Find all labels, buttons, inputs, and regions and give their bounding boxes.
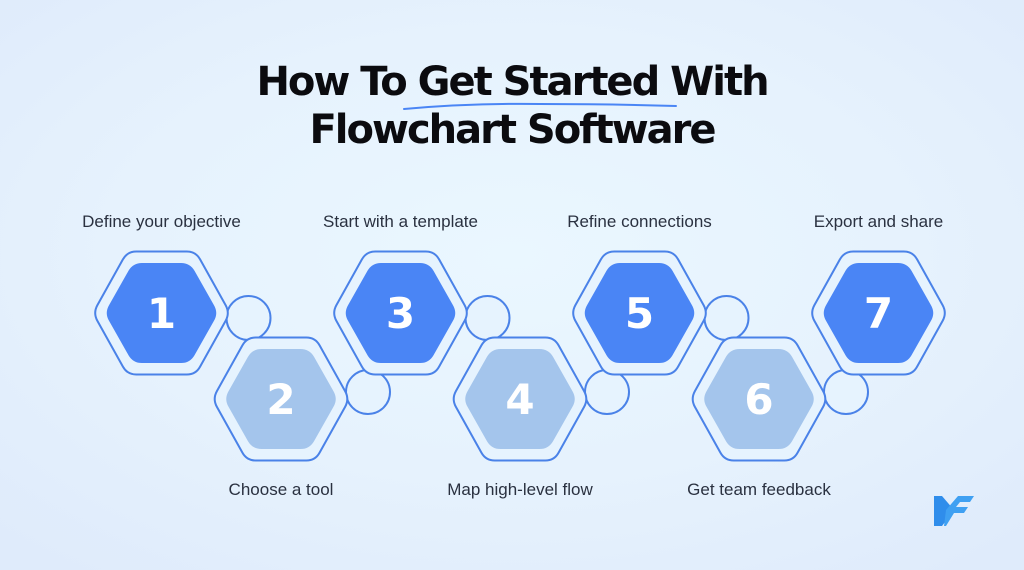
step-number: 1 (146, 289, 177, 338)
step-hexagon-7 (811, 250, 946, 376)
connector-arc (225, 295, 272, 341)
step-number: 5 (624, 289, 655, 338)
kf-logo-icon (934, 496, 974, 526)
step-number: 2 (266, 375, 296, 424)
title-highlight: Get Started (417, 59, 661, 105)
connector-arc (823, 369, 869, 415)
step-hexagon-3 (333, 250, 468, 376)
step-label: Define your objective (82, 212, 241, 231)
title-line-1: How To Get Started With (0, 58, 1024, 106)
step-number: 7 (863, 289, 894, 338)
step-hexagon-5 (572, 250, 707, 376)
step-number: 3 (385, 289, 416, 338)
step-hexagon-4 (452, 336, 588, 462)
step-number: 4 (505, 375, 535, 424)
connector-arc (584, 369, 630, 415)
step-number: 6 (744, 375, 774, 424)
connector-arc (345, 369, 391, 415)
step-label: Get team feedback (687, 480, 831, 499)
title-prefix: How To (256, 59, 418, 105)
title-line-2: Flowchart Software (309, 107, 716, 153)
step-label: Choose a tool (228, 480, 334, 499)
step-hexagon-1 (94, 250, 229, 376)
step-label: Map high-level flow (447, 480, 593, 499)
page-title: How To Get Started With Flowchart Softwa… (0, 58, 1024, 154)
step-label: Export and share (813, 212, 944, 231)
connector-arc (464, 295, 511, 341)
connector-arc (703, 295, 750, 341)
step-label: Refine connections (567, 212, 712, 231)
step-hexagon-2 (213, 336, 349, 462)
title-suffix: With (658, 59, 769, 105)
step-label: Start with a template (323, 212, 478, 231)
step-hexagon-6 (691, 336, 827, 462)
